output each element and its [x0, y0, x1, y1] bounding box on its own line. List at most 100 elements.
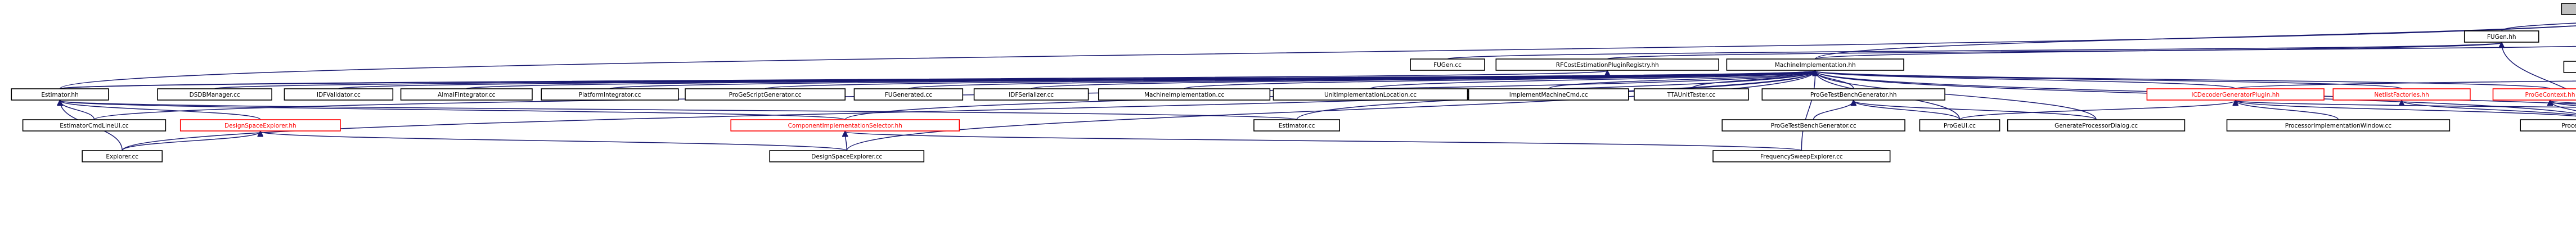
node-box [973, 88, 1089, 101]
edge-freqsweep-to-machineimplhh [1801, 71, 1815, 151]
node-box [1712, 150, 1891, 162]
node-freqsweep[interactable]: FrequencySweepExplorer.cc [1712, 150, 1891, 162]
node-box [2226, 119, 2451, 132]
node-label: RFCostEstimationPluginRegistry.hh [1556, 62, 1659, 69]
node-estimatorcmdline[interactable]: EstimatorCmdLineUI.cc [22, 119, 167, 132]
node-box [22, 119, 167, 132]
node-implmachinecmd[interactable]: ImplementMachineCmd.cc [1468, 88, 1629, 101]
edge-procgencc-to-icdecoderhh [2236, 101, 2576, 117]
node-estimatorcc[interactable]: Estimator.cc [1253, 119, 1340, 132]
node-box [2561, 3, 2576, 15]
node-box [284, 88, 394, 101]
edge-procimplwindow-to-icdecoderhh [2236, 101, 2339, 120]
node-label: ProGeTestBenchGenerator.cc [1771, 123, 1856, 129]
node-componentimplsel[interactable]: ComponentImplementationSelector.hh [730, 119, 960, 132]
node-platformint[interactable]: PlatformIntegrator.cc [541, 88, 679, 101]
edge-componentimplsel-to-estimatorhh [60, 101, 846, 120]
node-label: NetlistFactories.hh [2374, 92, 2429, 98]
edge-netlistgencc-to-progecontext [2550, 101, 2576, 106]
node-ttaunittester[interactable]: TTAUnitTester.cc [1634, 88, 1749, 101]
edge-genprocdialog-to-progetestbenchhh [1854, 101, 2097, 120]
node-procimplwindow[interactable]: ProcessorImplementationWindow.cc [2226, 119, 2451, 132]
node-label: ProGeScriptGenerator.cc [729, 92, 802, 98]
node-machineimplcc[interactable]: MachineImplementation.cc [1098, 88, 1271, 101]
node-box [1468, 88, 1629, 101]
node-box [1721, 119, 1905, 132]
node-label: ComponentImplementationSelector.hh [788, 123, 902, 129]
node-box [769, 150, 925, 162]
edge-icdecoderhh-to-machineimplhh [1815, 71, 2236, 89]
node-label: MachineImplementation.cc [1144, 92, 1224, 98]
edge-fugencc-to-fugenhh [1447, 43, 2502, 60]
node-unitimplloc[interactable]: UnitImplementationLocation.cc [1273, 88, 1468, 101]
node-designspaceexplorerhh[interactable]: DesignSpaceExplorer.hh [179, 119, 341, 132]
edge-defaulticdecoder-to-icdecoderhh [2236, 101, 2576, 108]
node-label: Estimator.hh [41, 92, 78, 98]
node-box [1410, 58, 1485, 71]
node-label: Estimator.cc [1279, 123, 1315, 129]
node-netlistfactories[interactable]: NetlistFactories.hh [2332, 88, 2471, 101]
edge-estimatorcc-to-estimatorhh [60, 101, 1297, 120]
edge-icdecoderhh-to-netlistgenhh [2235, 80, 2576, 89]
node-box [2332, 88, 2471, 101]
node-progetestbenchhh[interactable]: ProGeTestBenchGenerator.hh [1761, 88, 1945, 101]
node-box [1919, 119, 2000, 132]
edge-implmachinecmd-to-machineimplhh [1548, 71, 1815, 89]
node-almaif[interactable]: AlmaIFIntegrator.cc [400, 88, 533, 101]
node-rfcostpluginreg[interactable]: RFCostEstimationPluginRegistry.hh [1495, 58, 1719, 71]
node-label: DesignSpaceExplorer.hh [224, 123, 296, 129]
node-icdecoderhh[interactable]: ICDecoderGeneratorPlugin.hh [2146, 88, 2325, 101]
node-machineimplhh[interactable]: MachineImplementation.hh [1726, 58, 1904, 71]
edge-designspaceexplorerhh-to-estimatorhh [60, 101, 261, 120]
node-strictmatch[interactable]: StrictMatchRFEstimator.cc [2563, 61, 2576, 73]
node-dsdbmanager[interactable]: DSDBManager.cc [157, 88, 272, 101]
node-fugenerated[interactable]: FUGenerated.cc [853, 88, 964, 101]
edge-netlistfactories-to-machineimplhh [1815, 71, 2402, 89]
node-box [541, 88, 679, 101]
node-box [157, 88, 272, 101]
node-rfimpl: RFImplementationLocation.hh [2561, 3, 2576, 15]
node-explorercc[interactable]: Explorer.cc [82, 150, 163, 162]
edge-designspaceexplorercc-to-designspaceexplorerhh [260, 132, 847, 151]
node-label: ProGeUI.cc [1944, 123, 1976, 129]
node-label: FUGen.cc [1433, 62, 1462, 69]
node-idfserializer[interactable]: IDFSerializer.cc [973, 88, 1089, 101]
node-box [1098, 88, 1271, 101]
edge-explorercc-to-machineimplhh [122, 71, 1815, 151]
node-estimatorhh[interactable]: Estimator.hh [11, 88, 109, 101]
node-progetestbenchcc[interactable]: ProGeTestBenchGenerator.cc [1721, 119, 1905, 132]
edge-unitimplloc-to-machineimplhh [1370, 71, 1815, 89]
node-label: EstimatorCmdLineUI.cc [60, 123, 129, 129]
node-box [1726, 58, 1904, 71]
node-box [2463, 30, 2539, 43]
edge-progecontext-to-machineimplhh [1815, 71, 2551, 89]
node-progeui[interactable]: ProGeUI.cc [1919, 119, 2000, 132]
node-label: AlmaIFIntegrator.cc [438, 92, 496, 98]
node-genprocdialog[interactable]: GenerateProcessorDialog.cc [2007, 119, 2186, 132]
node-fugenhh[interactable]: FUGen.hh [2463, 30, 2539, 43]
node-label: PlatformIntegrator.cc [579, 92, 641, 98]
node-label: FUGenerated.cc [885, 92, 933, 98]
edge-progeui-to-progetestbenchhh [1854, 101, 1961, 120]
file-nodes: RFImplementationLocation.hhFUGen.hhRFCos… [11, 3, 2576, 162]
edge-progetestbenchcc-to-progetestbenchhh [1813, 101, 1854, 120]
node-box [82, 150, 163, 162]
node-idfvalidator[interactable]: IDFValidator.cc [284, 88, 394, 101]
node-label: ProGeContext.hh [2525, 92, 2575, 98]
node-label: MachineImplementation.hh [1775, 62, 1856, 69]
edge-machineimplcc-to-machineimplhh [1184, 71, 1815, 89]
node-label: DSDBManager.cc [190, 92, 240, 98]
node-procgencc[interactable]: ProcessorGenerator.cc [2520, 119, 2576, 132]
node-designspaceexplorercc[interactable]: DesignSpaceExplorer.cc [769, 150, 925, 162]
node-box [1761, 88, 1945, 101]
node-fugencc[interactable]: FUGen.cc [1410, 58, 1485, 71]
node-box [11, 88, 109, 101]
node-progecontext[interactable]: ProGeContext.hh [2492, 88, 2576, 101]
node-label: ProcessorGenerator.cc [2561, 123, 2576, 129]
node-progescript[interactable]: ProGeScriptGenerator.cc [685, 88, 846, 101]
node-box [1253, 119, 1340, 132]
node-label: IDFValidator.cc [317, 92, 361, 98]
edge-progeui-to-icdecoderhh [1959, 101, 2235, 120]
node-label: FUGen.hh [2487, 34, 2516, 40]
